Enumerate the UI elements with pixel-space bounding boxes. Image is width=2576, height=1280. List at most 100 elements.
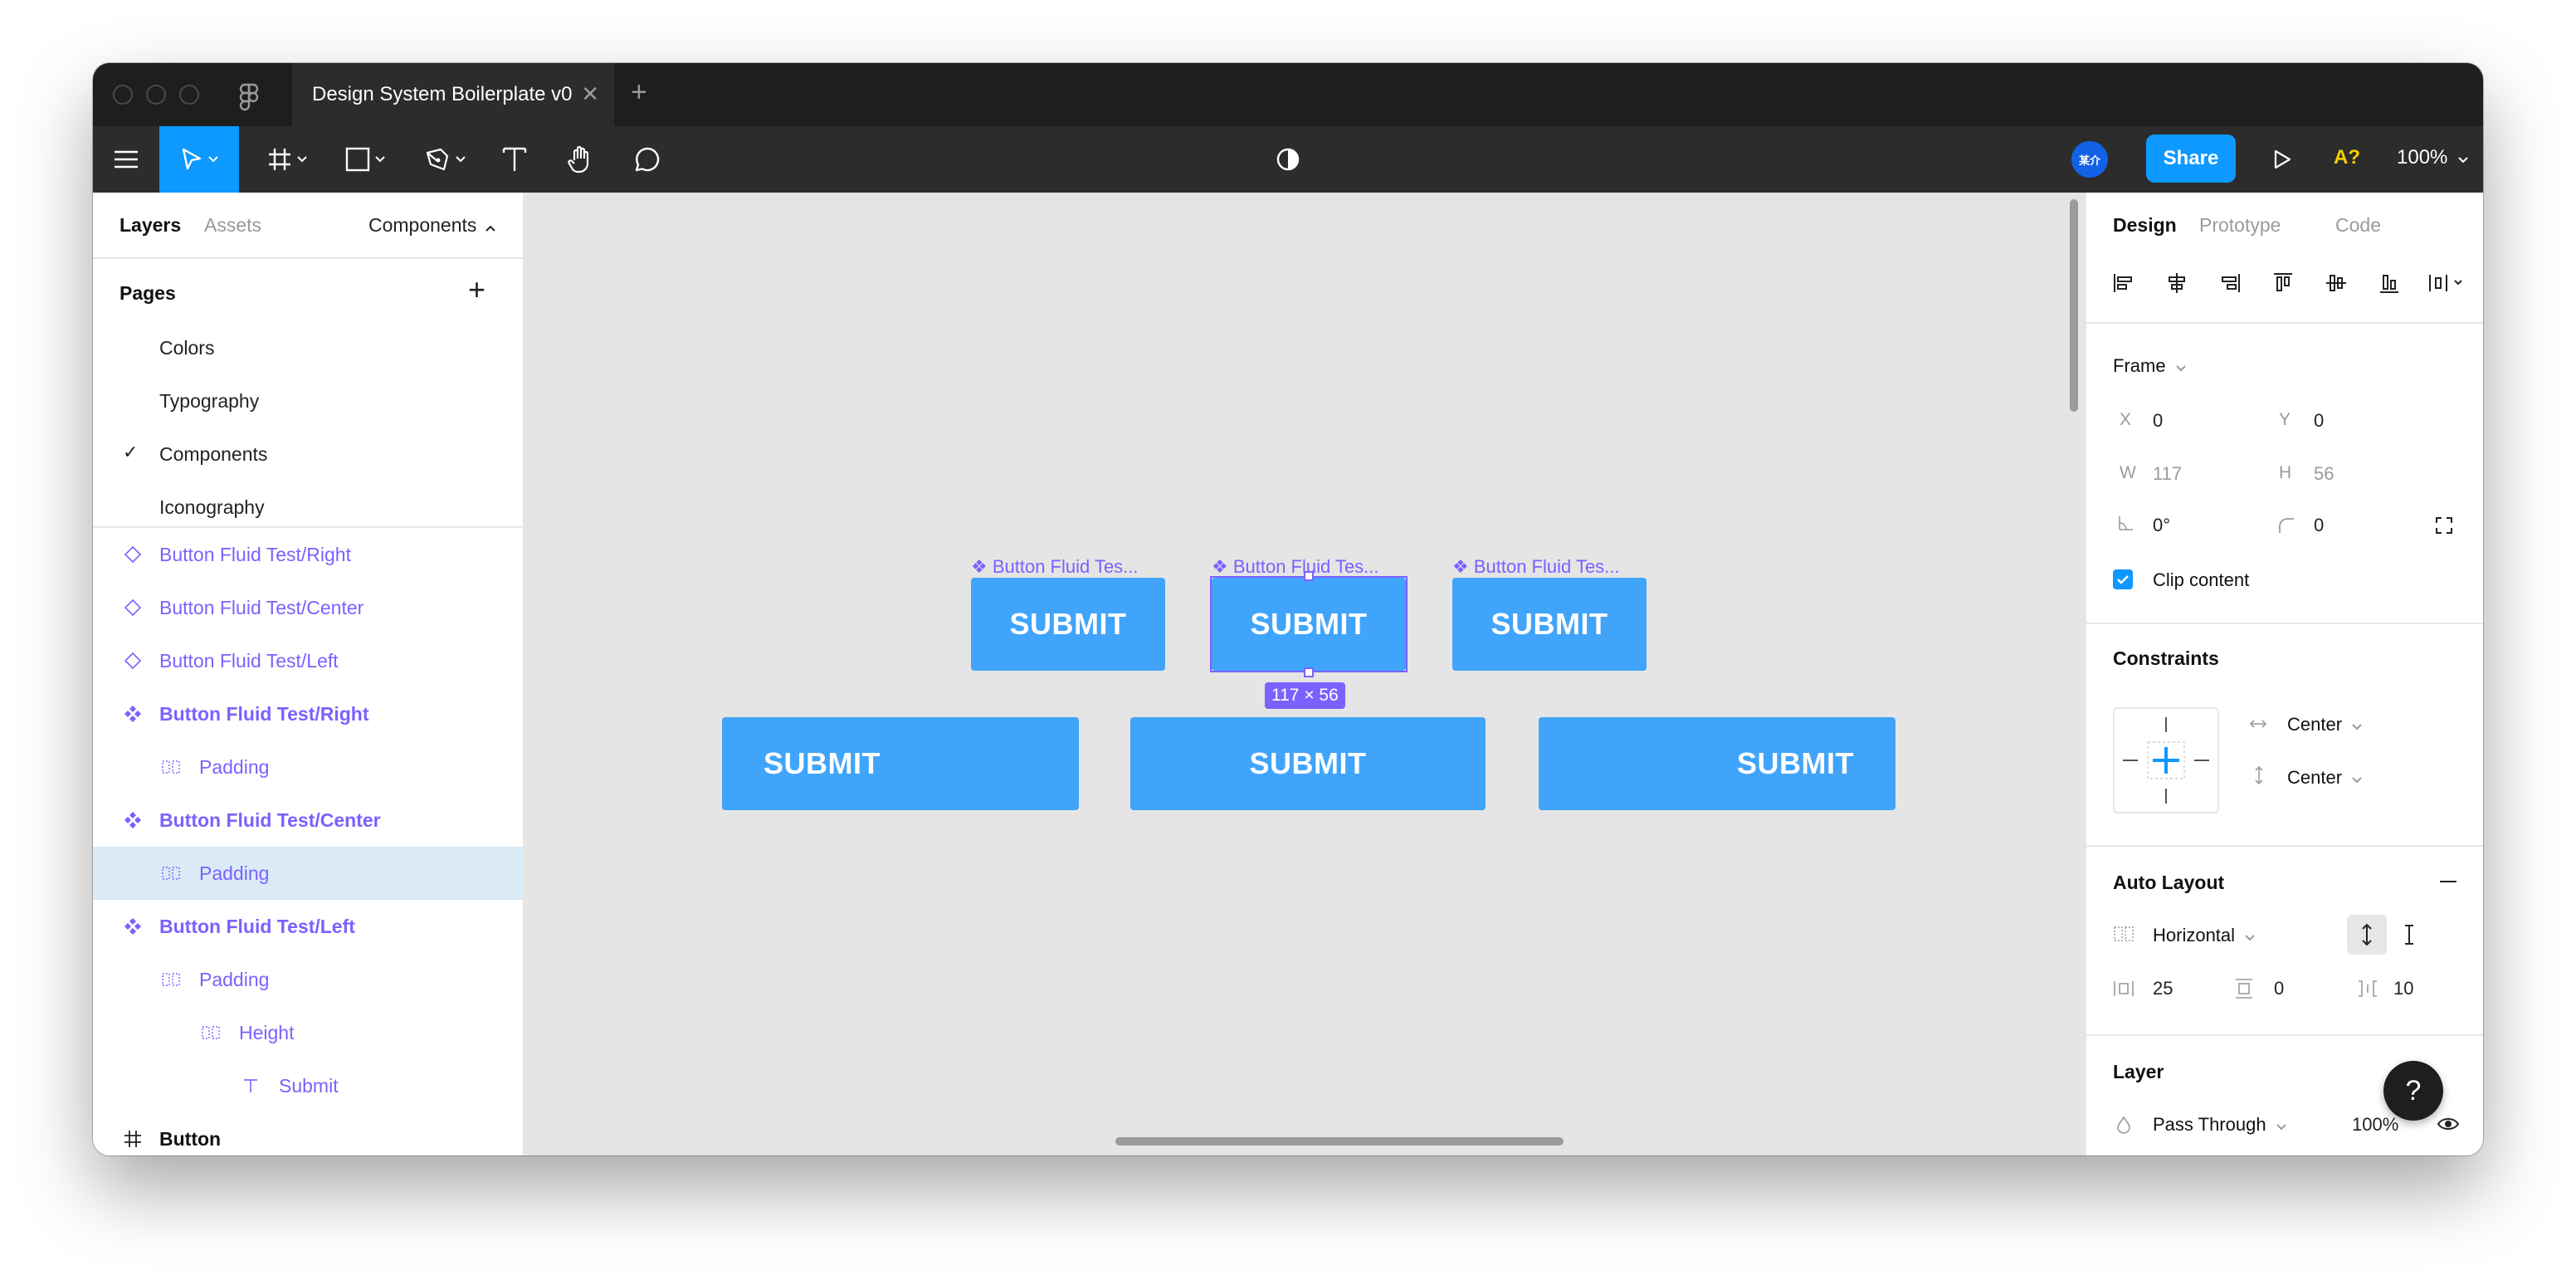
- window-zoom-control[interactable]: [179, 85, 199, 105]
- move-tool-button[interactable]: [159, 126, 239, 193]
- document-tab[interactable]: Design System Boilerplate v0 ✕: [292, 63, 614, 126]
- height-input[interactable]: 56: [2314, 463, 2334, 484]
- submit-button-left[interactable]: SUBMIT: [1452, 578, 1647, 671]
- align-top-icon[interactable]: [2271, 271, 2295, 296]
- layer-row[interactable]: Button Fluid Test/Center: [93, 581, 523, 634]
- right-panel: Design Prototype Code Frame X 0 Y 0 W 11…: [2085, 193, 2483, 1155]
- y-input[interactable]: 0: [2314, 410, 2325, 431]
- vertical-constraint-icon: [2255, 765, 2263, 785]
- page-selector[interactable]: Components: [368, 214, 495, 237]
- layout-direction-dropdown[interactable]: Horizontal: [2153, 925, 2255, 946]
- horizontal-padding-input[interactable]: 25: [2153, 978, 2174, 999]
- layer-label: Padding: [199, 969, 270, 990]
- shape-tool-button[interactable]: [334, 126, 397, 193]
- avatar[interactable]: 某介: [2071, 141, 2108, 178]
- layer-label: Submit: [279, 1075, 339, 1097]
- play-icon[interactable]: [2264, 126, 2300, 193]
- frame-icon: [269, 149, 290, 170]
- instance-icon: [123, 545, 143, 564]
- vertical-scrollbar[interactable]: [2070, 199, 2078, 412]
- align-horizontal-center-icon[interactable]: [2164, 271, 2189, 296]
- window-close-control[interactable]: [113, 85, 133, 105]
- frame-label[interactable]: ❖ Button Fluid Tes...: [971, 556, 1139, 577]
- align-left-icon[interactable]: [2111, 271, 2136, 296]
- tab-assets[interactable]: Assets: [204, 214, 262, 236]
- resize-handle[interactable]: [1304, 667, 1314, 677]
- close-tab-icon[interactable]: ✕: [581, 81, 599, 106]
- distribute-icon[interactable]: [2427, 271, 2465, 296]
- layer-row[interactable]: Padding: [93, 953, 523, 1006]
- chevron-down-icon: [297, 156, 307, 163]
- vertical-padding-input[interactable]: 0: [2274, 978, 2285, 999]
- width-input[interactable]: 117: [2153, 463, 2183, 484]
- page-item-typography[interactable]: Typography: [159, 390, 260, 412]
- layer-row-selected[interactable]: Padding: [93, 847, 523, 900]
- resize-handle[interactable]: [1304, 571, 1314, 581]
- chevron-down-icon: [2175, 365, 2186, 372]
- blend-mode-dropdown[interactable]: Pass Through: [2153, 1114, 2286, 1136]
- help-button[interactable]: ?: [2383, 1061, 2443, 1121]
- layer-row[interactable]: Button: [93, 1112, 523, 1155]
- tab-design[interactable]: Design: [2113, 214, 2177, 236]
- canvas[interactable]: ❖ Button Fluid Tes... ❖ Button Fluid Tes…: [524, 193, 2085, 1155]
- align-right-icon[interactable]: [2217, 271, 2242, 296]
- layer-row[interactable]: Button Fluid Test/Right: [93, 528, 523, 581]
- horizontal-scrollbar[interactable]: [1115, 1137, 1564, 1146]
- accessibility-check-button[interactable]: A?: [2334, 146, 2360, 169]
- layer-label: Button Fluid Test/Right: [159, 703, 369, 725]
- wide-submit-button-left[interactable]: SUBMIT: [722, 717, 1079, 810]
- submit-button-right[interactable]: SUBMIT: [971, 578, 1165, 671]
- wide-submit-button-center[interactable]: SUBMIT: [1130, 717, 1486, 810]
- new-tab-icon[interactable]: +: [631, 76, 647, 108]
- wide-submit-button-right[interactable]: SUBMIT: [1539, 717, 1895, 810]
- hug-height-icon[interactable]: [2403, 923, 2415, 946]
- x-input[interactable]: 0: [2153, 410, 2164, 431]
- clip-content-checkbox[interactable]: [2113, 569, 2133, 589]
- layer-row[interactable]: Padding: [93, 740, 523, 794]
- zoom-level[interactable]: 100%: [2397, 146, 2468, 169]
- align-vertical-center-icon[interactable]: [2324, 271, 2349, 296]
- tab-code[interactable]: Code: [2335, 214, 2381, 236]
- constraint-widget[interactable]: [2113, 707, 2219, 813]
- share-button[interactable]: Share: [2146, 134, 2236, 183]
- independent-corners-icon[interactable]: [2435, 516, 2453, 535]
- layer-row[interactable]: Button Fluid Test/Right: [93, 687, 523, 740]
- layer-row[interactable]: Submit: [93, 1059, 523, 1112]
- document-tab-title: Design System Boilerplate v0: [312, 83, 573, 105]
- frame-tool-button[interactable]: [256, 126, 319, 193]
- frame-label[interactable]: ❖ Button Fluid Tes...: [1212, 556, 1379, 577]
- layer-row[interactable]: Button Fluid Test/Left: [93, 900, 523, 953]
- layer-row[interactable]: Height: [93, 1006, 523, 1059]
- window-minimize-control[interactable]: [146, 85, 166, 105]
- add-page-icon[interactable]: +: [468, 272, 486, 306]
- contrast-icon[interactable]: [1270, 126, 1306, 193]
- tab-prototype[interactable]: Prototype: [2199, 214, 2281, 236]
- chevron-down-icon: [2245, 935, 2255, 941]
- menu-icon[interactable]: [106, 126, 146, 193]
- fixed-height-toggle[interactable]: [2347, 915, 2387, 955]
- hand-tool-button[interactable]: [556, 126, 606, 193]
- submit-button-center[interactable]: SUBMIT: [1212, 578, 1406, 671]
- instance-icon: [123, 598, 143, 618]
- rotation-input[interactable]: 0°: [2153, 515, 2171, 535]
- text-tool-button[interactable]: [490, 126, 539, 193]
- vertical-constraint-dropdown[interactable]: Center: [2287, 767, 2362, 789]
- layer-row[interactable]: Button Fluid Test/Left: [93, 634, 523, 687]
- align-bottom-icon[interactable]: [2377, 271, 2402, 296]
- eye-icon[interactable]: [2437, 1116, 2460, 1132]
- layer-row[interactable]: Button Fluid Test/Center: [93, 794, 523, 847]
- figma-logo-icon[interactable]: [232, 80, 266, 113]
- page-item-iconography[interactable]: Iconography: [159, 496, 265, 518]
- frame-label[interactable]: ❖ Button Fluid Tes...: [1452, 556, 1620, 577]
- tab-layers[interactable]: Layers: [120, 214, 182, 236]
- frame-type-dropdown[interactable]: Frame: [2113, 355, 2186, 377]
- opacity-input[interactable]: 100%: [2352, 1114, 2399, 1135]
- horizontal-constraint-dropdown[interactable]: Center: [2287, 714, 2362, 735]
- remove-auto-layout-icon[interactable]: [2440, 880, 2456, 883]
- pen-tool-button[interactable]: [413, 126, 476, 193]
- corner-radius-input[interactable]: 0: [2314, 515, 2325, 535]
- item-spacing-input[interactable]: 10: [2393, 978, 2414, 999]
- comment-tool-button[interactable]: [622, 126, 672, 193]
- page-item-colors[interactable]: Colors: [159, 337, 215, 359]
- page-item-components[interactable]: Components: [159, 443, 268, 465]
